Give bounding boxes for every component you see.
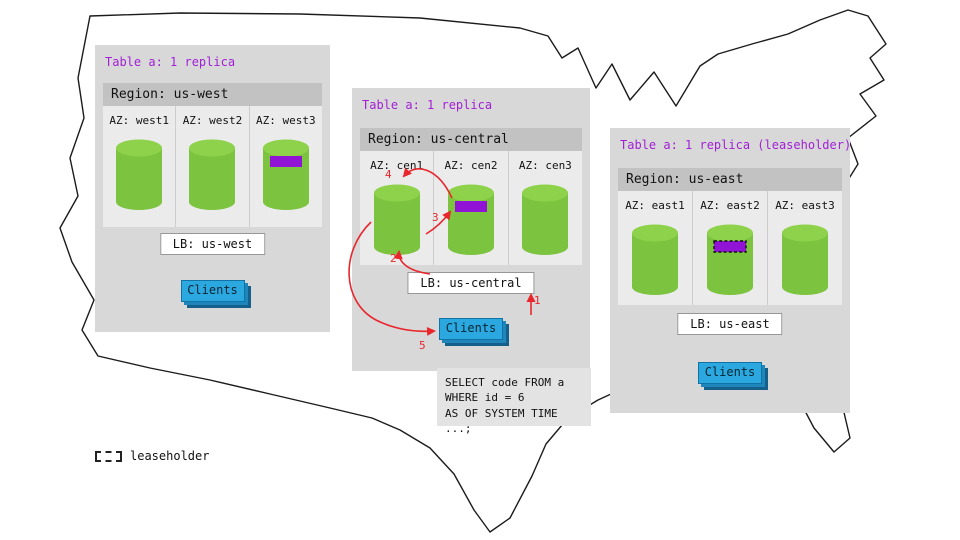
database-cylinder xyxy=(189,139,236,210)
clients-button-us-central[interactable]: Clients xyxy=(439,318,503,340)
az-area-us-east: AZ: east1 AZ: east2 AZ: east3 xyxy=(618,191,842,305)
region-label-us-west: Region: us-west xyxy=(103,83,322,106)
region-panel-us-west: Table a: 1 replica Region: us-west AZ: w… xyxy=(95,45,330,332)
az-east3: AZ: east3 xyxy=(767,191,842,305)
database-cylinder xyxy=(522,184,569,255)
load-balancer-us-west: LB: us-west xyxy=(159,233,266,255)
table-replica-label-west: Table a: 1 replica xyxy=(105,55,236,69)
az-label: AZ: east2 xyxy=(700,199,760,212)
database-cylinder-leaseholder xyxy=(707,224,753,295)
az-west3: AZ: west3 xyxy=(248,106,322,227)
az-label: AZ: west2 xyxy=(182,114,243,127)
region-label-us-central: Region: us-central xyxy=(360,128,582,151)
region-label-us-east: Region: us-east xyxy=(618,168,842,191)
legend-label: leaseholder xyxy=(130,449,210,463)
az-cen3: AZ: cen3 xyxy=(507,151,582,265)
load-balancer-us-central: LB: us-central xyxy=(407,272,535,294)
clients-button-us-west[interactable]: Clients xyxy=(180,280,245,302)
database-cylinder xyxy=(782,224,828,295)
az-label: AZ: cen2 xyxy=(444,159,498,172)
sql-query-box: SELECT code FROM a WHERE id = 6 AS OF SY… xyxy=(437,368,591,435)
database-cylinder xyxy=(116,139,163,210)
region-panel-us-central: Table a: 1 replica Region: us-central AZ… xyxy=(352,88,590,371)
az-cen1: AZ: cen1 xyxy=(360,151,433,265)
region-panel-us-east: Table a: 1 replica (leaseholder) Region:… xyxy=(610,128,852,413)
load-balancer-us-east: LB: us-east xyxy=(677,313,783,335)
sql-line: SELECT code FROM a xyxy=(445,376,565,389)
az-area-us-west: AZ: west1 AZ: west2 AZ: west3 xyxy=(103,106,322,227)
database-cylinder-with-replica xyxy=(262,139,309,210)
az-label: AZ: cen1 xyxy=(370,159,424,172)
az-label: AZ: west3 xyxy=(256,114,316,127)
clients-button-us-east[interactable]: Clients xyxy=(698,362,762,384)
az-label: AZ: east3 xyxy=(775,199,835,212)
az-east1: AZ: east1 xyxy=(618,191,692,305)
az-east2: AZ: east2 xyxy=(692,191,767,305)
az-area-us-central: AZ: cen1 AZ: cen2 AZ: cen3 xyxy=(360,151,582,265)
az-label: AZ: west1 xyxy=(109,114,169,127)
leaseholder-swatch-icon xyxy=(95,450,122,462)
database-cylinder-with-replica xyxy=(447,184,494,255)
replica-band xyxy=(269,156,302,167)
legend: leaseholder xyxy=(95,449,209,463)
az-label: AZ: cen3 xyxy=(518,159,572,172)
az-label: AZ: east1 xyxy=(625,199,685,212)
az-cen2: AZ: cen2 xyxy=(433,151,507,265)
sql-line: WHERE id = 6 xyxy=(445,391,525,405)
az-west1: AZ: west1 xyxy=(103,106,175,227)
az-west2: AZ: west2 xyxy=(175,106,248,227)
table-replica-label-central: Table a: 1 replica xyxy=(362,98,493,112)
replica-band xyxy=(454,201,487,212)
leaseholder-replica-band xyxy=(713,240,747,253)
database-cylinder xyxy=(373,184,420,255)
table-replica-label-east: Table a: 1 replica (leaseholder) xyxy=(620,138,852,152)
sql-line: AS OF SYSTEM TIME ...; xyxy=(445,406,558,436)
database-cylinder xyxy=(632,224,678,295)
